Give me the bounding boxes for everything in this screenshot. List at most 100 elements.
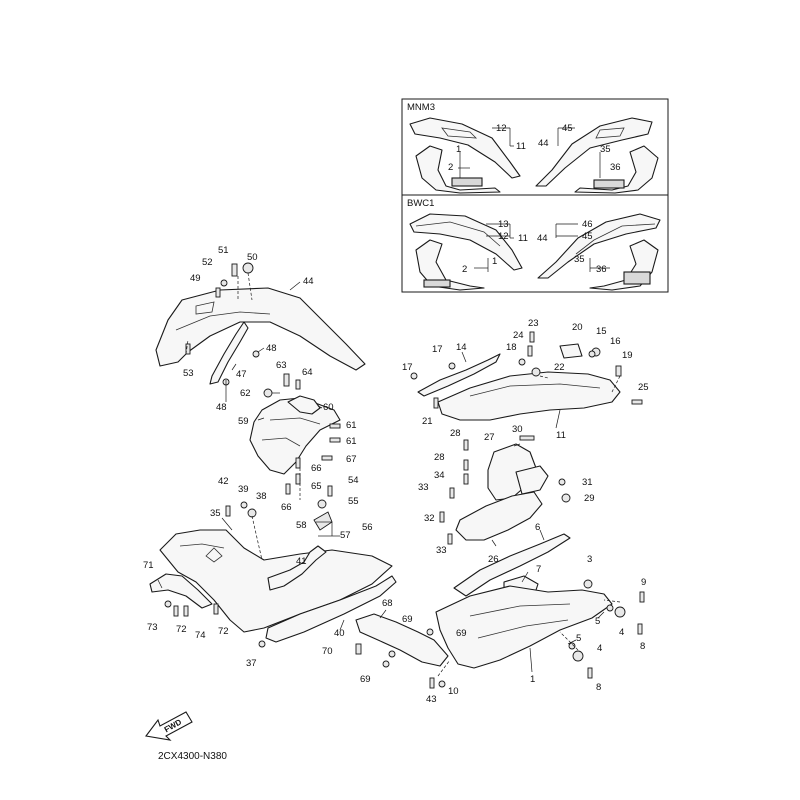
inner-cover-26 [455, 491, 543, 541]
inset-a-decal-left [451, 177, 483, 187]
callout-69b: 69 [456, 628, 467, 639]
nut-73 [164, 600, 172, 608]
callout-15: 15 [596, 326, 607, 337]
nut-31 [558, 478, 566, 486]
bolt-33a [449, 487, 455, 499]
callout-47: 47 [236, 369, 247, 380]
fwd-arrow-icon [145, 711, 193, 741]
callout-48a: 48 [266, 343, 277, 354]
callout-23: 23 [528, 318, 539, 329]
molding-14 [417, 353, 501, 397]
svg-text:45: 45 [562, 123, 573, 134]
screw-67 [321, 455, 333, 461]
svg-text:36: 36 [610, 162, 621, 173]
bracket-41 [267, 545, 327, 591]
clip-37 [258, 640, 266, 648]
parts-layer [149, 287, 621, 669]
washer-10 [438, 680, 446, 688]
bolt-63 [283, 373, 290, 387]
callout-25: 25 [638, 382, 649, 393]
bolt-32 [439, 511, 445, 523]
screw-8b [587, 667, 593, 679]
panel-71 [149, 573, 213, 609]
callout-3: 3 [587, 554, 592, 565]
screw-17b [448, 362, 456, 370]
callout-55: 55 [348, 496, 359, 507]
callout-33b: 33 [436, 545, 447, 556]
svg-text:44: 44 [538, 138, 549, 149]
callout-17b: 17 [402, 362, 413, 373]
nut-22 [531, 367, 541, 377]
inset-label-bwc1: BWC1 [407, 198, 434, 209]
callout-5b: 5 [576, 633, 581, 644]
callout-34: 34 [434, 470, 445, 481]
callout-7: 7 [536, 564, 541, 575]
svg-text:35: 35 [574, 254, 585, 265]
callout-53: 53 [183, 368, 194, 379]
svg-text:35: 35 [600, 144, 611, 155]
grommet-3 [583, 579, 593, 589]
clip-48a [252, 350, 260, 358]
callout-40: 40 [334, 628, 345, 639]
grommet-55 [317, 499, 327, 509]
inset-b-decal-left [423, 279, 451, 288]
callout-50: 50 [247, 252, 258, 263]
callout-69c: 69 [360, 674, 371, 685]
molding-47 [209, 321, 249, 385]
inset-b-side-cowl-left [409, 213, 523, 271]
callout-8b: 8 [596, 682, 601, 693]
callout-64: 64 [302, 367, 313, 378]
callout-58: 58 [296, 520, 307, 531]
assembly-lines [185, 272, 621, 677]
bolt-54 [327, 485, 333, 497]
callout-38: 38 [256, 491, 267, 502]
nut-38 [247, 508, 257, 518]
callout-27: 27 [484, 432, 495, 443]
screw-9 [639, 591, 645, 603]
inset-a-decal-right [593, 179, 625, 189]
forward-arrow: FWD [145, 711, 193, 741]
callout-21: 21 [422, 416, 433, 427]
callout-62: 62 [240, 388, 251, 399]
screw-61a [329, 423, 341, 429]
lower-cowling-1 [435, 585, 613, 669]
svg-text:44: 44 [537, 233, 548, 244]
callout-66a: 66 [311, 463, 322, 474]
callout-9: 9 [641, 577, 646, 588]
callout-72b: 72 [218, 626, 229, 637]
bolt-21 [433, 397, 439, 409]
callout-70: 70 [322, 646, 333, 657]
callout-18: 18 [506, 342, 517, 353]
callout-24: 24 [513, 330, 524, 341]
callout-56: 56 [362, 522, 373, 533]
side-panel-6 [453, 533, 571, 597]
screw-69a [388, 650, 396, 658]
callout-14: 14 [456, 342, 467, 353]
callout-57: 57 [340, 530, 351, 541]
callout-43: 43 [426, 694, 437, 705]
bolt-64 [295, 379, 301, 390]
callout-67: 67 [346, 454, 357, 465]
bolt-28a [463, 439, 469, 451]
svg-text:2: 2 [462, 264, 467, 275]
inset-label-mnm3: MNM3 [407, 102, 435, 113]
callout-69a: 69 [402, 614, 413, 625]
svg-text:11: 11 [516, 141, 526, 152]
grommet-62 [263, 388, 273, 398]
under-cover-68 [355, 613, 449, 667]
screw-69c [382, 660, 390, 668]
nut-50 [242, 262, 254, 274]
callout-42: 42 [218, 476, 229, 487]
callout-31: 31 [582, 477, 593, 488]
svg-text:12: 12 [496, 123, 507, 134]
callout-19: 19 [622, 350, 633, 361]
screw-8a [637, 623, 643, 635]
callout-11: 11 [556, 430, 566, 441]
grommet-29 [561, 493, 571, 503]
bracket-60 [287, 395, 321, 415]
callout-65: 65 [311, 481, 322, 492]
callout-4a: 4 [619, 627, 624, 638]
callout-28a: 28 [450, 428, 461, 439]
bracket-58 [313, 511, 333, 531]
callout-29: 29 [584, 493, 595, 504]
